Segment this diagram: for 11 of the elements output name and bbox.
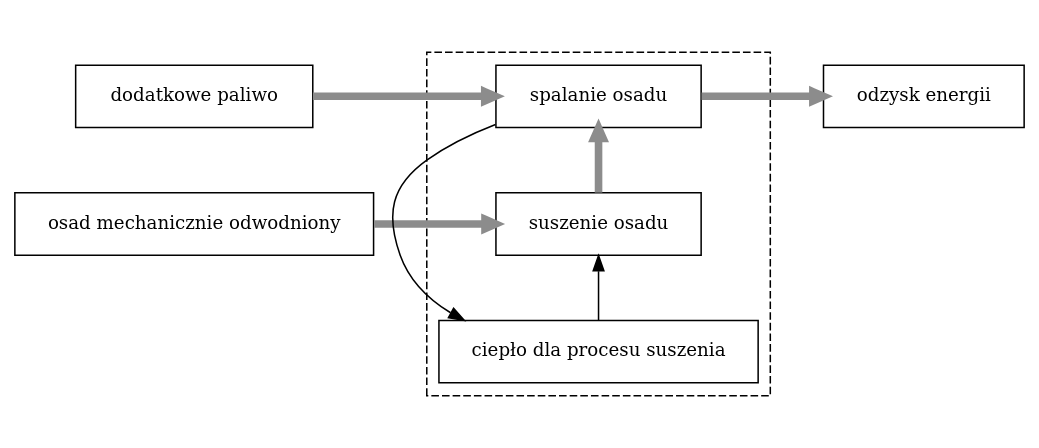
arrow (374, 213, 506, 235)
node-box: spalanie osadu (495, 64, 702, 129)
arrow (391, 123, 497, 322)
arrow (592, 253, 605, 321)
cluster (426, 51, 772, 397)
node-box: osad mechanicznie odwodniony (14, 192, 375, 256)
node-box: odzysk energii (822, 64, 1025, 129)
node-box: suszenie osadu (495, 192, 702, 256)
arrow (312, 85, 505, 107)
node-box: ciepło dla procesu suszenia (438, 319, 759, 384)
node-box: dodatkowe paliwo (74, 64, 314, 129)
